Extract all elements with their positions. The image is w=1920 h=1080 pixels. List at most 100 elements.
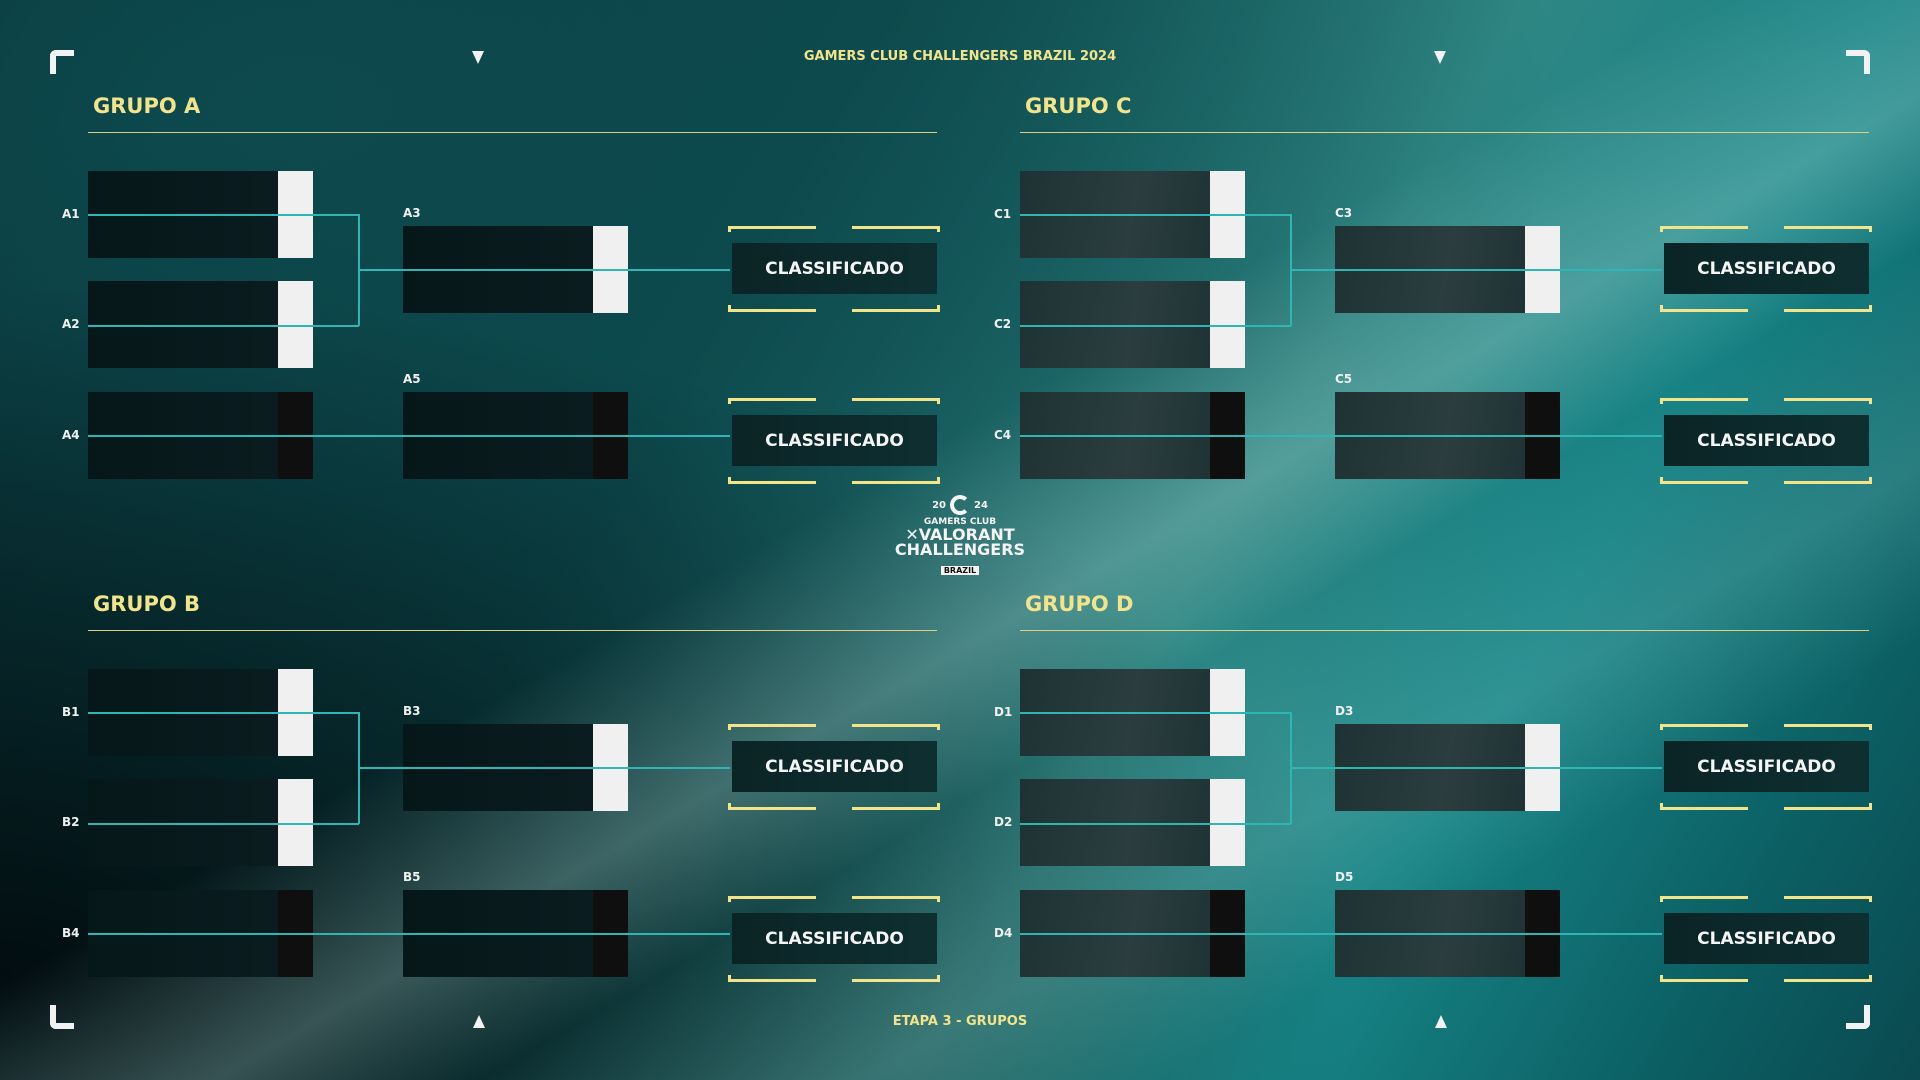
event-logo: 20 24 GAMERS CLUB ✕VALORANT CHALLENGERS … — [860, 495, 1060, 577]
match-slot-c2[interactable] — [1020, 281, 1245, 368]
logo-year-left: 20 — [932, 499, 946, 511]
bracket-frame — [1784, 398, 1872, 401]
corner-bottom-left-icon — [50, 1005, 74, 1029]
chevron-up-icon — [473, 1015, 485, 1028]
bracket-frame — [852, 481, 940, 484]
qualified-slot: CLASSIFICADO — [1664, 415, 1869, 466]
connector-line — [1020, 712, 1291, 714]
bracket-frame — [1784, 309, 1872, 312]
bracket-frame — [937, 398, 940, 404]
bracket-frame — [728, 724, 816, 727]
bracket-frame — [1660, 398, 1663, 404]
bracket-frame — [728, 724, 731, 730]
connector-line — [1020, 823, 1291, 825]
bracket-frame — [852, 979, 940, 982]
match-label: C2 — [994, 317, 1012, 331]
connector-line — [1020, 214, 1291, 216]
stage-label: ETAPA 3 - GRUPOS — [892, 1014, 1028, 1029]
bracket-frame — [852, 398, 940, 401]
bracket-frame — [1869, 724, 1872, 730]
qualified-slot: CLASSIFICADO — [732, 913, 937, 964]
connector-line — [88, 933, 730, 935]
qualified-slot: CLASSIFICADO — [1664, 913, 1869, 964]
bracket-frame — [1869, 896, 1872, 902]
bracket-frame — [1784, 481, 1872, 484]
bracket-frame — [1660, 975, 1663, 981]
match-label: B3 — [403, 704, 421, 718]
connector-line — [1290, 767, 1662, 769]
group-title: GRUPO A — [93, 94, 201, 118]
qualified-slot: CLASSIFICADO — [732, 415, 937, 466]
bracket-frame — [1660, 979, 1748, 982]
match-slot-d2[interactable] — [1020, 779, 1245, 866]
match-label: B5 — [403, 870, 421, 884]
match-label: B4 — [62, 926, 80, 940]
connector-line — [88, 712, 359, 714]
bracket-frame — [1660, 305, 1663, 311]
bracket-frame — [728, 305, 731, 311]
event-title: GAMERS CLUB CHALLENGERS BRAZIL 2024 — [803, 49, 1117, 64]
bracket-frame — [728, 481, 816, 484]
connector-line — [1020, 435, 1662, 437]
bracket-frame — [728, 398, 816, 401]
bracket-frame — [1869, 975, 1872, 981]
group-title: GRUPO B — [93, 592, 201, 616]
bracket-frame — [1660, 226, 1748, 229]
connector-line — [88, 823, 359, 825]
logo-year-right: 24 — [974, 499, 988, 511]
bracket-frame — [937, 477, 940, 483]
logo-line1: GAMERS CLUB — [923, 517, 997, 527]
match-label: A1 — [62, 207, 80, 221]
match-label: A2 — [62, 317, 80, 331]
match-label: B1 — [62, 705, 80, 719]
match-label: B2 — [62, 815, 80, 829]
bracket-frame — [937, 305, 940, 311]
bracket-frame — [937, 724, 940, 730]
score-cell — [1210, 779, 1245, 866]
group-divider — [1020, 132, 1869, 133]
match-slot-b2[interactable] — [88, 779, 313, 866]
bracket-frame — [1869, 398, 1872, 404]
bracket-frame — [1869, 477, 1872, 483]
bracket-frame — [937, 975, 940, 981]
qualified-slot: CLASSIFICADO — [732, 741, 937, 792]
bracket-frame — [1660, 807, 1748, 810]
chevron-up-icon — [1435, 1015, 1447, 1028]
chevron-down-icon — [472, 51, 484, 64]
bracket-frame — [728, 226, 731, 232]
logo-line3: CHALLENGERS — [894, 540, 1026, 559]
connector-line — [88, 214, 359, 216]
bracket-frame — [1660, 896, 1748, 899]
match-label: C5 — [1335, 372, 1353, 386]
group-divider — [88, 630, 937, 631]
bracket-frame — [728, 477, 731, 483]
bracket-frame — [728, 309, 816, 312]
match-label: D5 — [1335, 870, 1354, 884]
bracket-frame — [728, 896, 816, 899]
bracket-frame — [1660, 481, 1748, 484]
corner-top-right-icon — [1846, 50, 1870, 74]
match-slot-a2[interactable] — [88, 281, 313, 368]
bracket-frame — [937, 226, 940, 232]
bracket-frame — [1784, 896, 1872, 899]
group-title: GRUPO C — [1025, 94, 1132, 118]
bracket-frame — [852, 807, 940, 810]
match-label: A3 — [403, 206, 421, 220]
bracket-frame — [1660, 896, 1663, 902]
bracket-frame — [1784, 979, 1872, 982]
bracket-frame — [937, 896, 940, 902]
connector-line — [1290, 269, 1662, 271]
bracket-frame — [1784, 226, 1872, 229]
corner-top-left-icon — [50, 50, 74, 74]
score-cell — [278, 281, 313, 368]
bracket-frame — [728, 398, 731, 404]
bracket-frame — [728, 226, 816, 229]
score-cell — [1210, 281, 1245, 368]
connector-line — [358, 269, 730, 271]
qualified-slot: CLASSIFICADO — [1664, 243, 1869, 294]
match-label: A4 — [62, 428, 80, 442]
match-label: C3 — [1335, 206, 1353, 220]
bracket-frame — [1660, 309, 1748, 312]
match-label: A5 — [403, 372, 421, 386]
bracket-frame — [728, 807, 816, 810]
